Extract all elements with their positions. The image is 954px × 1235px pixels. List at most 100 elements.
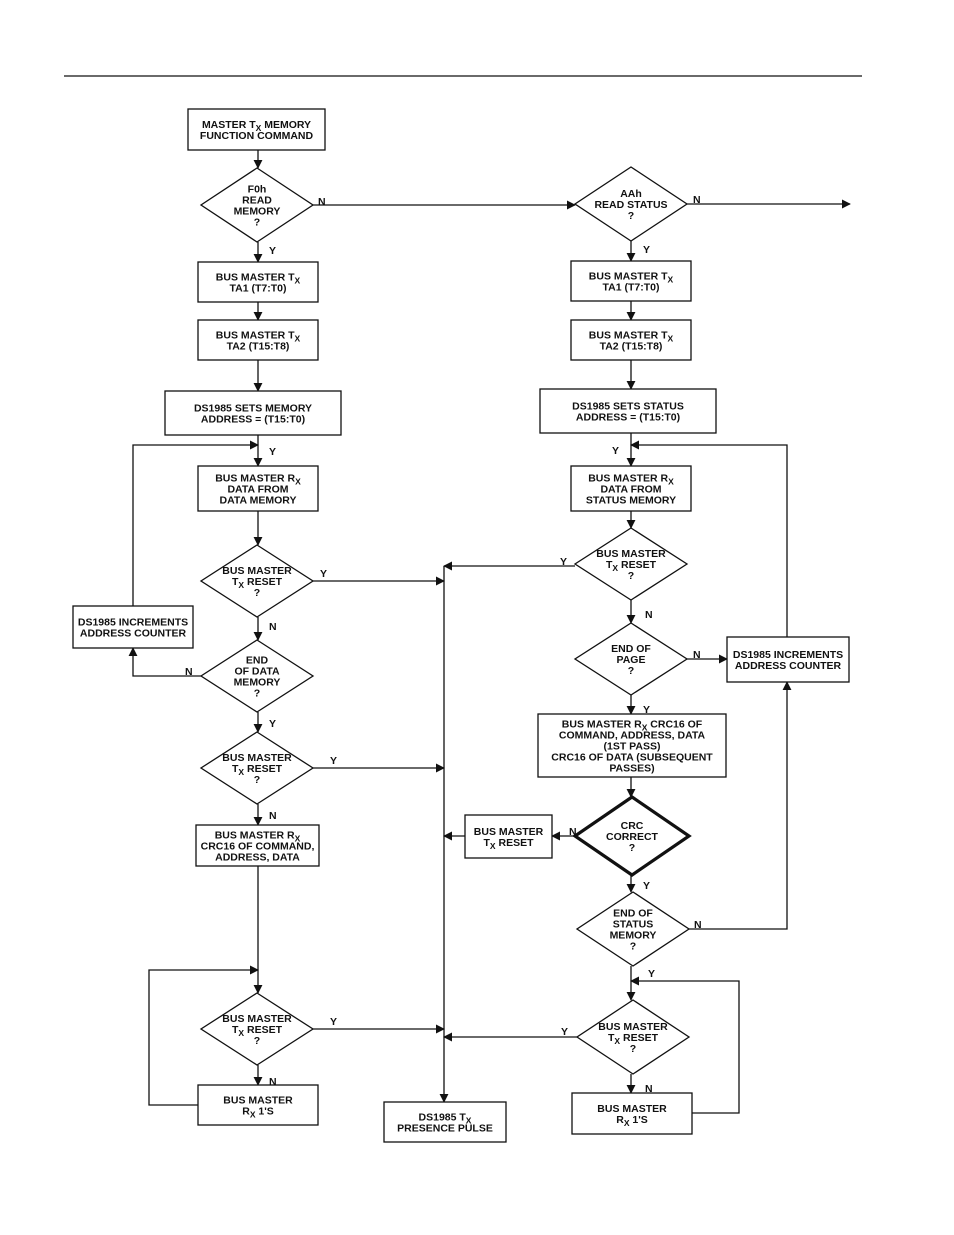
node-text-line: BUS MASTER TX	[589, 329, 674, 343]
node-text-line: DS1985 SETS STATUS	[572, 400, 684, 412]
node-text-line: TX RESET	[232, 763, 283, 777]
node-text-line: ?	[254, 216, 260, 228]
node-text-line: ?	[254, 1035, 260, 1047]
branch-label: Y	[330, 1016, 337, 1028]
branch-label: N	[269, 1076, 277, 1088]
connector-arrow	[128, 647, 201, 677]
node-text-line: TX RESET	[608, 1032, 659, 1046]
branch-label: Y	[269, 446, 276, 458]
branch-label: Y	[643, 244, 650, 256]
node-text-line: ADDRESS COUNTER	[735, 660, 842, 672]
node-text-line: DATA FROM	[600, 483, 661, 495]
node-text-line: TA1 (T7:T0)	[603, 281, 660, 293]
node-text-line: RX 1'S	[616, 1114, 648, 1128]
decision-diamond	[199, 731, 315, 805]
node-text-line: END OF	[613, 907, 653, 919]
branch-label: Y	[643, 880, 650, 892]
decision-diamond	[575, 891, 691, 967]
node-text-line: ?	[254, 587, 260, 599]
node-text-line: CRC16 OF DATA (SUBSEQUENT	[551, 751, 713, 763]
connector-arrow	[132, 440, 259, 606]
branch-label: Y	[330, 755, 337, 767]
node-text-line: BUS MASTER	[222, 565, 292, 577]
branch-label: Y	[643, 704, 650, 716]
process-box	[197, 319, 319, 361]
node-text-line: BUS MASTER	[596, 548, 666, 560]
branch-label: N	[185, 666, 193, 678]
node-text-line: MEMORY	[610, 929, 657, 941]
branch-label: Y	[320, 568, 327, 580]
node-text-line: BUS MASTER TX	[216, 271, 301, 285]
decision-diamond	[199, 639, 315, 713]
decision-diamond	[573, 622, 689, 696]
process-box	[539, 388, 717, 434]
node-text-line: BUS MASTER	[474, 826, 544, 838]
node-text-line: PASSES)	[609, 762, 654, 774]
node-text-line: DS1985 INCREMENTS	[733, 649, 843, 661]
node-text-line: BUS MASTER	[598, 1021, 668, 1033]
node-text-line: END	[246, 654, 269, 666]
node-text-line: ?	[628, 665, 634, 677]
node-text-line: ADDRESS = (T15:T0)	[576, 411, 680, 423]
decision-diamond	[199, 544, 315, 618]
process-box	[537, 713, 727, 778]
node-text-line: STATUS MEMORY	[586, 494, 676, 506]
node-text-line: F0h	[248, 183, 267, 195]
branch-label: Y	[612, 445, 619, 457]
process-box	[383, 1101, 507, 1143]
node-text-line: ADDRESS COUNTER	[80, 627, 187, 639]
node-text-line: ?	[254, 774, 260, 786]
node-text-line: MEMORY	[234, 676, 281, 688]
connector-arrow	[630, 440, 788, 637]
branch-label: Y	[269, 718, 276, 730]
node-text-line: ADDRESS, DATA	[215, 851, 300, 863]
node-text-line: BUS MASTER	[223, 1094, 293, 1106]
process-box	[197, 465, 319, 512]
node-text-line: PAGE	[617, 654, 646, 666]
decision-diamond	[573, 527, 689, 601]
node-text-line: MASTER TX MEMORY	[202, 119, 311, 133]
node-text-line: BUS MASTER RX	[215, 472, 301, 486]
process-box	[726, 636, 850, 683]
node-text-line: READ STATUS	[594, 199, 667, 211]
node-text-line: TX RESET	[483, 837, 534, 851]
node-text-line: ?	[254, 687, 260, 699]
node-text-line: TX RESET	[232, 576, 283, 590]
process-box	[571, 1092, 693, 1135]
decision-diamond	[573, 166, 689, 242]
node-text-line: ?	[630, 940, 636, 952]
branch-label: N	[645, 609, 653, 621]
node-text-line: TX RESET	[606, 559, 657, 573]
process-box	[570, 319, 692, 361]
node-text-line: TA1 (T7:T0)	[230, 282, 287, 294]
connector-arrow	[148, 965, 259, 1106]
node-text-line: ?	[630, 1043, 636, 1055]
node-text-line: BUS MASTER	[222, 1013, 292, 1025]
process-box	[72, 605, 194, 649]
process-box	[197, 261, 319, 303]
node-text-line: RX 1'S	[242, 1105, 274, 1119]
node-text-line: OF DATA	[234, 665, 280, 677]
node-text-line: ?	[629, 842, 635, 854]
process-box	[570, 465, 692, 512]
branch-label: N	[694, 919, 702, 931]
node-text-line: BUS MASTER RX CRC16 OF	[562, 718, 703, 732]
